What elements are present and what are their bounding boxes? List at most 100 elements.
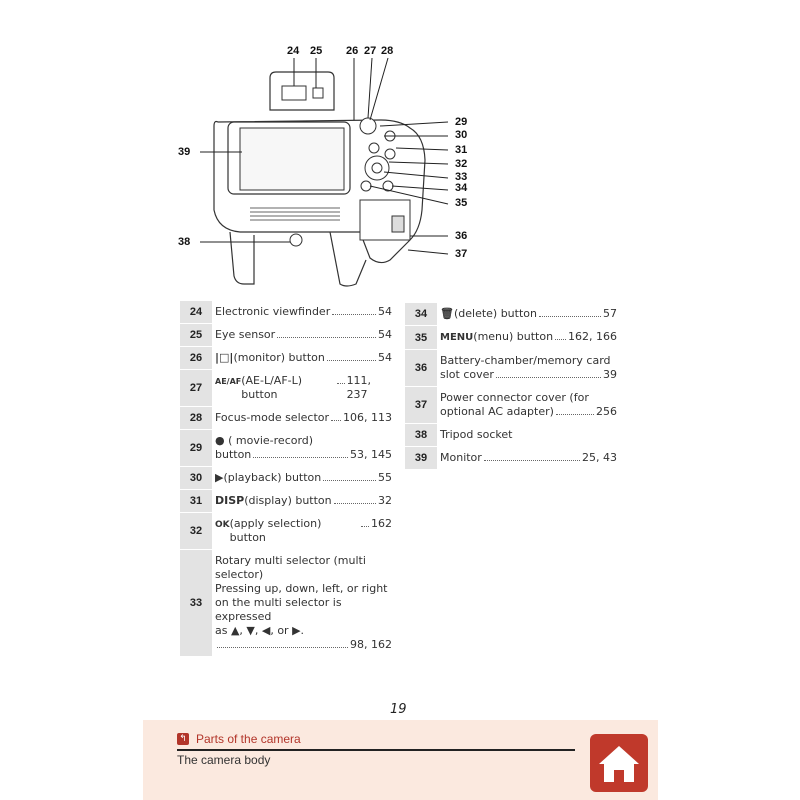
row-pages: 53, 145 — [350, 448, 392, 461]
callout-38: 38 — [178, 236, 191, 248]
row-pages: 55 — [378, 471, 392, 484]
row-label: Monitor — [440, 451, 482, 464]
callout-27: 27 — [364, 45, 377, 57]
ae-af-lock-icon: AE/AF — [215, 377, 242, 386]
divider — [177, 749, 575, 751]
table-row: 39 Monitor 25, 43 — [405, 447, 617, 469]
parts-table-left: 24 Electronic viewfinder 54 25 Eye sensor… — [180, 300, 392, 657]
row-label: Electronic viewfinder — [215, 305, 331, 318]
row-label: optional AC adapter) — [440, 405, 554, 418]
callout-29: 29 — [455, 116, 468, 128]
callout-37: 37 — [455, 248, 468, 260]
row-label: (AE-L/AF-L) button — [241, 374, 303, 401]
callout-33: 33 — [455, 171, 468, 183]
monitor-icon: |□| — [215, 351, 234, 364]
callout-32: 32 — [455, 158, 468, 170]
callout-25: 25 — [310, 45, 323, 57]
row-label-line1: ( movie-record) — [224, 434, 314, 447]
row-label: (delete) button — [453, 307, 537, 320]
row-label-line: selector) — [215, 568, 264, 581]
table-row: 26 |□| (monitor) button 54 — [180, 347, 392, 369]
row-pages: 54 — [378, 305, 392, 318]
row-label: (monitor) button — [233, 351, 325, 364]
trash-icon: 🗑 — [440, 307, 454, 320]
ok-icon: OK — [215, 520, 230, 530]
row-pages: 54 — [378, 328, 392, 341]
row-label: (display) button — [244, 494, 332, 507]
section-link[interactable]: Parts of the camera — [196, 732, 301, 746]
row-number: 29 — [180, 430, 212, 466]
callout-39: 39 — [178, 146, 191, 158]
row-label: Focus-mode selector — [215, 411, 330, 424]
row-pages: 162 — [371, 517, 392, 530]
row-pages: 111, 237 — [346, 374, 372, 401]
callout-34: 34 — [455, 182, 468, 194]
row-label: Eye sensor — [215, 328, 276, 341]
table-row: 28 Focus-mode selector 106, 113 — [180, 407, 392, 429]
row-label: (menu) button — [473, 330, 554, 343]
row-label-line: on the multi selector is expressed — [215, 596, 342, 623]
row-number: 31 — [180, 490, 212, 512]
row-number: 27 — [180, 370, 212, 406]
row-pages: 32 — [378, 494, 392, 507]
row-number: 24 — [180, 301, 212, 323]
row-number: 26 — [180, 347, 212, 369]
row-label: slot cover — [440, 368, 494, 381]
home-icon — [599, 746, 639, 782]
disp-icon: DISP — [215, 494, 245, 507]
table-row: 36 Battery-chamber/memory card slot cove… — [405, 350, 617, 386]
row-pages: 57 — [603, 307, 617, 320]
row-label-line: Rotary multi selector (multi — [215, 554, 366, 567]
row-number: 28 — [180, 407, 212, 429]
callout-35: 35 — [455, 197, 468, 209]
row-pages: 39 — [603, 368, 617, 381]
back-arrow-icon[interactable]: ↰ — [177, 733, 189, 745]
row-number: 38 — [405, 424, 437, 446]
row-label-line: as ▲, ▼, ◀, or ▶. — [215, 624, 305, 637]
row-label-line1: Battery-chamber/memory card — [440, 354, 611, 367]
record-dot-icon: ● — [215, 434, 225, 447]
camera-back-diagram — [200, 57, 449, 287]
page-number: 19 — [390, 702, 407, 717]
callout-30: 30 — [455, 129, 468, 141]
callout-24: 24 — [287, 45, 300, 57]
row-pages: 98, 162 — [350, 638, 392, 651]
row-pages: 256 — [596, 405, 617, 418]
row-number: 37 — [405, 387, 437, 423]
row-pages: 106, 113 — [343, 411, 392, 424]
row-pages: 25, 43 — [582, 451, 617, 464]
footer-nav: ↰ Parts of the camera The camera body — [143, 720, 658, 800]
table-row: 31 DISP (display) button 32 — [180, 490, 392, 512]
table-row: 24 Electronic viewfinder 54 — [180, 301, 392, 323]
menu-icon: MENU — [440, 332, 474, 343]
row-pages: 162, 166 — [568, 330, 617, 343]
callout-28: 28 — [381, 45, 394, 57]
row-label: button — [215, 448, 252, 461]
row-label-line1: Power connector cover (for — [440, 391, 589, 404]
row-pages: 54 — [378, 351, 392, 364]
table-row: 37 Power connector cover (for optional A… — [405, 387, 617, 423]
row-label: (apply selection) button — [229, 517, 322, 544]
row-number: 30 — [180, 467, 212, 489]
row-number: 33 — [180, 550, 212, 656]
table-row: 33 Rotary multi selector (multi selector… — [180, 550, 392, 656]
row-label: Tripod socket — [440, 428, 513, 441]
row-number: 35 — [405, 326, 437, 349]
row-number: 36 — [405, 350, 437, 386]
subsection-title: The camera body — [177, 753, 271, 767]
callout-31: 31 — [455, 144, 468, 156]
row-number: 39 — [405, 447, 437, 469]
table-row: 38 Tripod socket — [405, 424, 617, 446]
callout-26: 26 — [346, 45, 359, 57]
table-row: 29 ● ( movie-record) button 53, 145 — [180, 430, 392, 466]
home-button[interactable] — [590, 734, 648, 792]
row-number: 25 — [180, 324, 212, 346]
playback-icon: ▶ — [215, 471, 224, 484]
callout-36: 36 — [455, 230, 468, 242]
table-row: 25 Eye sensor 54 — [180, 324, 392, 346]
table-row: 27 AE/AF (AE-L/AF-L) button 111, 237 — [180, 370, 392, 406]
